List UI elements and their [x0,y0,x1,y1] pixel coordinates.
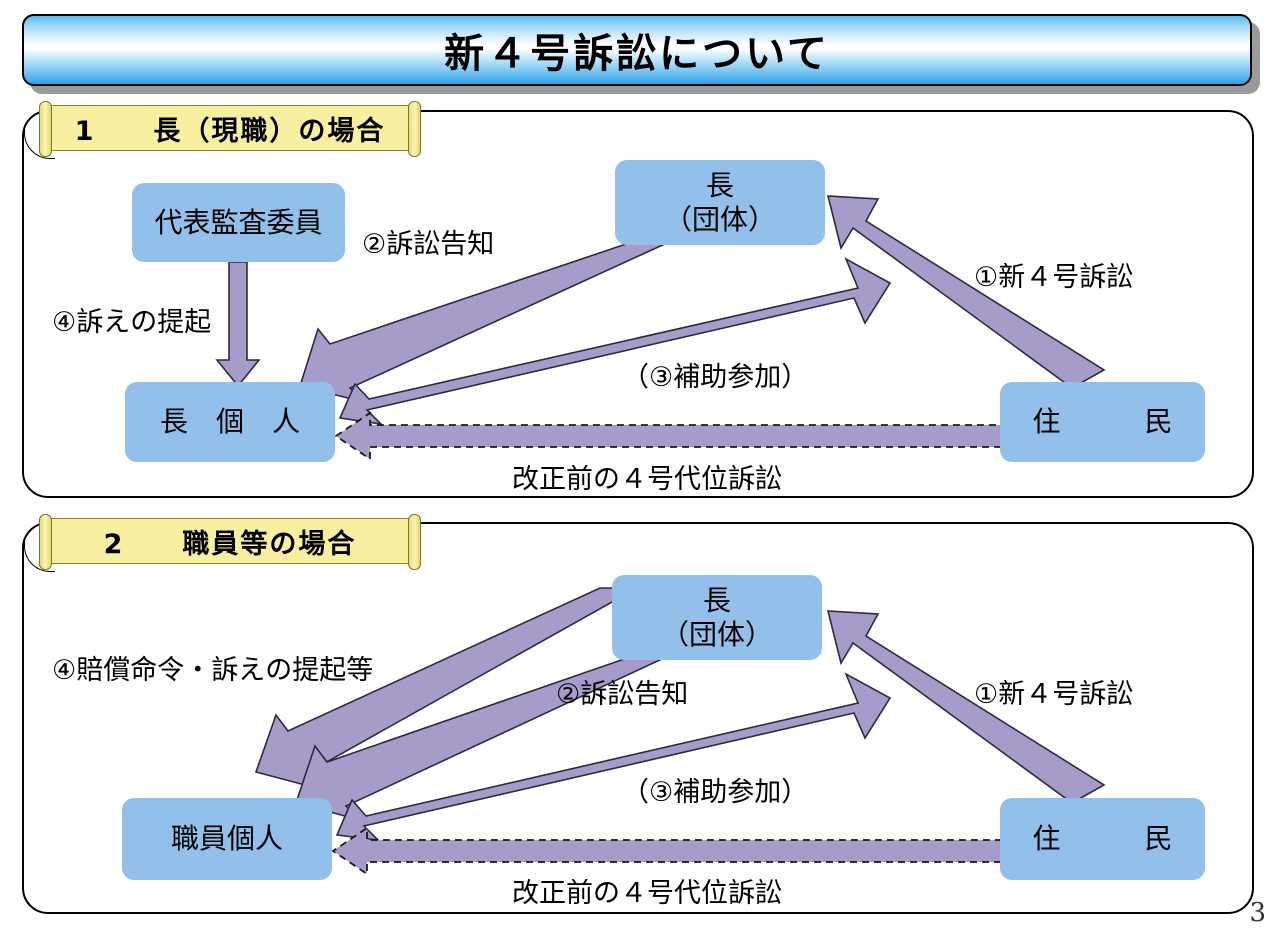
label-litigation-notice-2: ②訴訟告知 [556,679,689,710]
node-staff-individual[interactable]: 職員個人 [122,798,332,880]
label-assist-participation-2: （③補助参加） [622,777,809,808]
ribbon-roll-right-icon [408,514,421,570]
node-label: 長 個 人 [159,405,300,439]
node-label-line1: 長 [702,584,731,618]
node-label-line1: 長 [705,169,734,203]
node-head-individual[interactable]: 長 個 人 [125,382,335,462]
label-assist-participation: （③補助参加） [622,362,809,393]
page-title: 新４号訴訟について [444,30,830,77]
label-new-article4-suit-2: ①新４号訴訟 [974,679,1134,710]
node-resident[interactable]: 住 民 [1000,382,1205,462]
slide-title-banner: 新４号訴訟について [22,14,1252,86]
ribbon-roll-left-icon [39,101,52,157]
section-1-heading-ribbon: 1 長（現職）の場合 [39,101,421,157]
section-2-heading-ribbon: 2 職員等の場合 [39,514,421,570]
label-old-subrogation-suit: 改正前の４号代位訴訟 [512,464,782,495]
node-head-organization-2[interactable]: 長 （団体） [612,575,822,660]
ribbon-roll-left-icon [39,514,52,570]
node-label: 住 民 [1032,405,1173,439]
node-label-line2: （団体） [663,202,776,236]
label-litigation-notice: ②訴訟告知 [362,229,495,260]
node-head-organization[interactable]: 長 （団体） [615,160,825,245]
node-label: 代表監査委員 [154,205,323,239]
label-filing-order: ④訴えの提起 [52,307,212,338]
label-compensation-order: ④賠償命令・訴えの提起等 [52,655,374,686]
section-1-heading-text: 1 長（現職）の場合 [74,115,386,147]
node-label-line2: （団体） [660,617,773,651]
node-representative-auditor[interactable]: 代表監査委員 [132,183,345,262]
node-label: 職員個人 [170,822,283,856]
node-resident-2[interactable]: 住 民 [1000,798,1205,880]
label-new-article4-suit: ①新４号訴訟 [974,262,1134,293]
node-label: 住 民 [1032,822,1173,856]
ribbon-roll-right-icon [408,101,421,157]
label-old-subrogation-suit-2: 改正前の４号代位訴訟 [512,878,782,909]
section-2-heading-text: 2 職員等の場合 [103,528,357,560]
page-number: 3 [1249,898,1266,928]
